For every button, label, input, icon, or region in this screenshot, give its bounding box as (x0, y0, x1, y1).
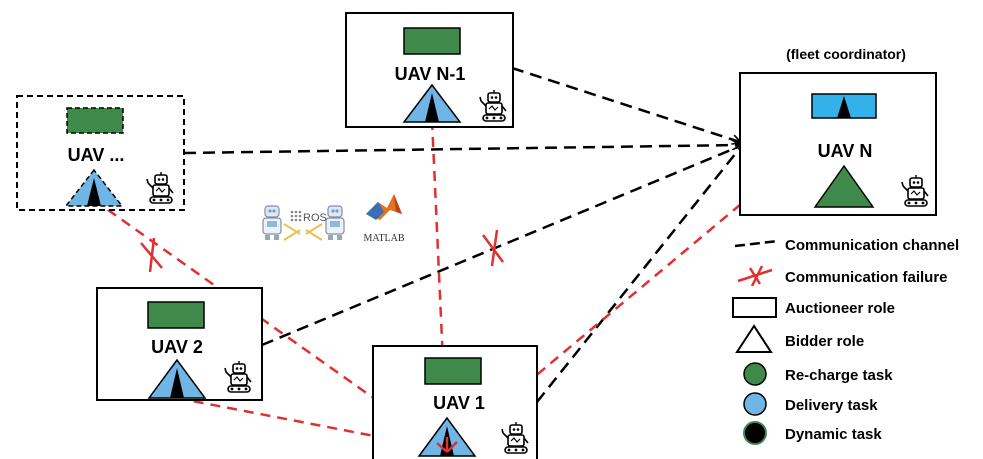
dynamic-task-marker (837, 96, 851, 118)
dynamic-task-marker (425, 93, 439, 122)
dynamic-task-marker (87, 178, 101, 206)
legend-item-failure: Communication failure (737, 265, 948, 287)
uav-1-label: UAV 1 (433, 393, 485, 413)
failure-x-mark-center (481, 229, 505, 267)
recharge-task-triangle (813, 164, 875, 208)
uav-n1-node: UAV N-1 (345, 12, 514, 128)
communication-channels (183, 66, 741, 403)
legend-item-dynamic: Dynamic task (743, 421, 882, 445)
recharge-task-marker (403, 27, 461, 55)
recharge-task-marker (66, 107, 124, 134)
uav-2-label: UAV 2 (151, 337, 203, 357)
svg-text:Delivery task: Delivery task (785, 397, 878, 414)
channel-uavn1-to-uavn (511, 66, 740, 142)
uav-dots-node: UAV ... (16, 95, 185, 211)
recharge-color-swatch (743, 362, 767, 386)
matlab-logo-text: MATLAB (363, 233, 404, 244)
legend-item-recharge: Re-charge task (743, 362, 893, 386)
failure-x-mark-left (140, 237, 163, 273)
legend: Communication channel Communication fail… (732, 237, 959, 445)
delivery-color-swatch (743, 392, 767, 416)
channel-uavdots-to-uavn (183, 145, 740, 155)
incoming-failure-arrows (436, 437, 458, 453)
ros-logo-text: ROS (303, 212, 327, 224)
legend-item-channel: Communication channel (734, 237, 959, 254)
svg-text:Communication failure: Communication failure (785, 269, 948, 286)
uav-2-node: UAV 2 (96, 287, 263, 401)
dynamic-task-marker (170, 368, 184, 398)
legend-item-bidder: Bidder role (735, 324, 864, 353)
svg-text:Dynamic task: Dynamic task (785, 426, 882, 443)
uav-1-node: UAV 1 (372, 345, 538, 459)
dynamic-color-swatch (743, 421, 767, 445)
recharge-task-marker (424, 357, 482, 385)
svg-text:Re-charge task: Re-charge task (785, 367, 893, 384)
legend-item-delivery: Delivery task (743, 392, 878, 416)
uav-n1-label: UAV N-1 (395, 64, 466, 84)
legend-item-auctioneer: Auctioneer role (732, 297, 895, 318)
svg-text:Auctioneer role: Auctioneer role (785, 300, 895, 317)
svg-text:Communication channel: Communication channel (785, 237, 959, 254)
recharge-task-marker (147, 301, 205, 329)
fleet-coordinator-caption: (fleet coordinator) (786, 46, 906, 62)
svg-text:Bidder role: Bidder role (785, 333, 864, 350)
channel-uav2-to-uavn (261, 145, 739, 347)
matlab-logo: MATLAB (363, 194, 405, 244)
uav-dots-label: UAV ... (68, 145, 125, 165)
uav-n-label: UAV N (818, 141, 873, 161)
channel-uav1-to-uavn (536, 147, 741, 403)
uav-n-node: (fleet coordinator) UAV N (739, 46, 937, 216)
ros-logo: ROS (262, 205, 345, 241)
